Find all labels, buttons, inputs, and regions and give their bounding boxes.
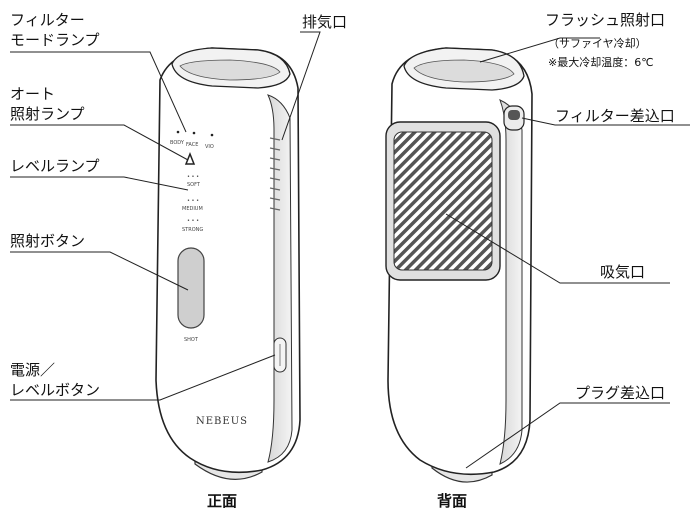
brand-logo: NEBEUS: [196, 416, 248, 427]
leader-lines: [10, 31, 690, 469]
max-temp-label: ※最大冷却温度：6℃: [548, 56, 654, 69]
level-label-medium: MEDIUM: [182, 206, 203, 212]
mode-label-vio: VIO: [205, 144, 214, 150]
sapphire-label: （サファイヤ冷却）: [548, 37, 647, 50]
shot-label: SHOT: [184, 337, 199, 343]
exhaust-label: 排気口: [302, 13, 348, 31]
svg-text:• • •: • • •: [187, 198, 199, 204]
back-device: [385, 47, 533, 483]
fire-button-label: 照射ボタン: [10, 232, 86, 250]
mode-label-face: FACE: [186, 142, 198, 148]
front-device: BODY FACE VIO • • • SOFT • • • MEDIUM • …: [155, 47, 301, 480]
filter-mode-lamp-label: フィルター モードランプ: [10, 11, 100, 49]
level-label-strong: STRONG: [182, 227, 203, 233]
auto-lamp-label: オート 照射ランプ: [10, 85, 85, 123]
filter-slot-label: フィルター差込口: [555, 107, 675, 125]
fire-button: [177, 247, 205, 329]
level-label-soft: SOFT: [187, 182, 201, 188]
exhaust-vents: [269, 137, 281, 211]
mode-label-body: BODY: [170, 140, 185, 146]
intake-label: 吸気口: [600, 263, 646, 281]
svg-text:• • •: • • •: [187, 174, 199, 180]
level-lamp-label: レベルランプ: [10, 157, 100, 175]
front-caption: 正面: [207, 492, 238, 510]
flash-window-label: フラッシュ照射口: [545, 11, 666, 29]
intake-grille: [393, 131, 493, 271]
power-button-label: 電源／ レベルボタン: [10, 361, 101, 399]
plug-slot-label: プラグ差込口: [575, 384, 666, 402]
back-caption: 背面: [437, 492, 468, 510]
svg-text:• • •: • • •: [187, 218, 199, 224]
